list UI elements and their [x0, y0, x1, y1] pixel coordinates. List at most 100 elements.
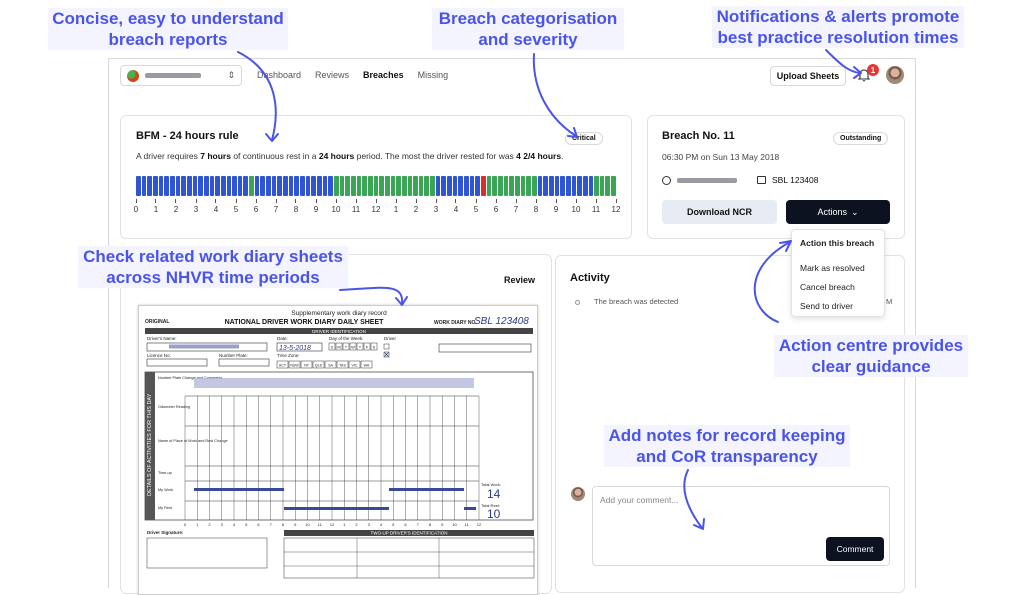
sheet-day-box	[356, 342, 364, 351]
sheet-hour-number: 8	[429, 522, 432, 527]
callout-notifications: Notifications & alerts promote best prac…	[712, 6, 964, 48]
timeline-tick: 7	[271, 199, 281, 214]
sheet-hour-number: 1	[196, 522, 199, 527]
review-link[interactable]: Review	[503, 275, 535, 285]
timeline-tick: 12	[611, 199, 621, 214]
timeline-bar-work	[271, 176, 277, 196]
timeline-bar-breach	[481, 176, 486, 196]
callout-breach-category: Breach categorisation and severity	[432, 8, 624, 50]
actions-label: Actions	[817, 207, 847, 217]
timeline-bar-work	[220, 176, 226, 196]
breach-card: Breach No. 11 Outstanding 06:30 PM on Su…	[647, 115, 905, 239]
sheet-state-box	[312, 360, 325, 369]
user-avatar[interactable]	[886, 66, 904, 84]
actions-button[interactable]: Actions ⌄	[786, 200, 890, 224]
nav-missing[interactable]: Missing	[417, 70, 449, 80]
timeline-bar-rest	[418, 176, 424, 196]
timeline-bar-rest	[509, 176, 514, 196]
work-diary-card: Review Supplementary work diary record O…	[120, 254, 552, 595]
top-nav: ⇕ Dashboard Reviews Breaches Missing Upl…	[109, 59, 915, 93]
sheet-row-timeup: Time-up	[158, 471, 172, 475]
timeline-tick: 3	[191, 199, 201, 214]
comment-input[interactable]: Add your comment...	[592, 486, 890, 566]
timeline-bar-work	[254, 176, 260, 196]
sheet-scan: Supplementary work diary record ORIGINAL…	[144, 310, 535, 579]
nav-dashboard[interactable]: Dashboard	[257, 70, 302, 80]
comment-placeholder: Add your comment...	[600, 495, 679, 505]
timeline-bar-rest	[492, 176, 497, 196]
callout-line: Concise, easy to understand	[52, 9, 284, 28]
sheet-state-label: VIC	[352, 363, 358, 367]
timeline-tick: 6	[491, 199, 501, 214]
sheet-hour-number: 11	[318, 522, 323, 527]
sheet-signature-label: Driver Signature:	[147, 530, 184, 535]
org-switcher[interactable]: ⇕	[120, 65, 242, 86]
menu-item-cancel[interactable]: Cancel breach	[800, 282, 855, 292]
timeline-tick: 10	[571, 199, 581, 214]
timeline-bar-work	[300, 176, 305, 196]
sheet-row-plate: Number Plate Change and Comments	[158, 376, 222, 380]
menu-item-resolve[interactable]: Mark as resolved	[800, 263, 865, 273]
sheet-total-work: 14	[487, 487, 501, 501]
desc-text: of continuous rest in a	[230, 151, 319, 161]
sheet-field-plate: Number Plate:	[219, 353, 248, 358]
activity-title: Activity	[570, 272, 610, 284]
timeline-bar-rest	[249, 176, 254, 196]
comment-button[interactable]: Comment	[826, 537, 884, 561]
callout-line: clear guidance	[811, 357, 931, 376]
callout-line: Check related work diary sheets	[83, 247, 343, 266]
breach-datetime: 06:30 PM on Sun 13 May 2018	[662, 152, 780, 162]
sheet-state-label: SA	[328, 363, 333, 367]
upload-sheets-button[interactable]: Upload Sheets	[770, 66, 846, 86]
sheet-state-label: NT	[304, 363, 310, 367]
sheet-total-rest: 10	[487, 507, 501, 521]
sheet-state-label: QLD	[315, 363, 323, 367]
timeline-bar-work	[158, 176, 164, 196]
timeline-bar-work	[277, 176, 283, 196]
nav-breaches[interactable]: Breaches	[363, 70, 404, 80]
timeline-bar-rest	[503, 176, 509, 196]
timeline-bar-work	[283, 176, 288, 196]
severity-badge: Critical	[565, 132, 603, 145]
menu-item-send-driver[interactable]: Send to driver	[800, 301, 853, 311]
notification-badge: 1	[867, 64, 879, 76]
sheet-state-box	[300, 360, 313, 369]
timeline-bar-rest	[605, 176, 611, 196]
sheet-original: ORIGINAL	[145, 319, 169, 325]
timeline-tick: 2	[171, 199, 181, 214]
timeline-bar-work	[311, 176, 316, 196]
timeline-bar-work	[577, 176, 582, 196]
timeline-tick: 2	[411, 199, 421, 214]
timeline-bar-rest	[339, 176, 345, 196]
callout-line: Notifications & alerts promote	[716, 7, 960, 26]
work-diary-sheet: Supplementary work diary record ORIGINAL…	[138, 305, 538, 595]
callout-line: across NHVR time periods	[106, 268, 320, 287]
sheet-state-box	[324, 360, 337, 369]
timeline-bar-rest	[594, 176, 599, 196]
timeline-bar-rest	[498, 176, 503, 196]
download-ncr-button[interactable]: Download NCR	[662, 200, 777, 224]
nav-reviews[interactable]: Reviews	[315, 70, 350, 80]
timeline-bar-work	[147, 176, 152, 196]
sheet-row-odometer: Odometer Reading	[158, 405, 190, 409]
sheet-day-letter: T	[359, 345, 362, 350]
timeline-bar-work	[152, 176, 158, 196]
timeline-bar-work	[537, 176, 543, 196]
activity-event: The breach was detected	[594, 297, 679, 306]
callout-action-centre: Action centre provides clear guidance	[774, 335, 968, 377]
timeline-tick: 3	[431, 199, 441, 214]
sheet-hour-number: 12	[330, 522, 335, 527]
timeline-bar-rest	[514, 176, 520, 196]
timeline-bar-work	[458, 176, 464, 196]
sheet-day-letter: F	[366, 345, 369, 350]
timeline-tick: 1	[151, 199, 161, 214]
callout-breach-reports: Concise, easy to understand breach repor…	[48, 8, 288, 50]
timeline-bar-work	[447, 176, 452, 196]
status-badge: Outstanding	[833, 132, 889, 145]
activity-event-time: M	[886, 297, 893, 306]
sheet-day-letter: W	[351, 345, 355, 350]
sheet-day-letter: M	[337, 345, 340, 350]
timeline-tick: 1	[391, 199, 401, 214]
